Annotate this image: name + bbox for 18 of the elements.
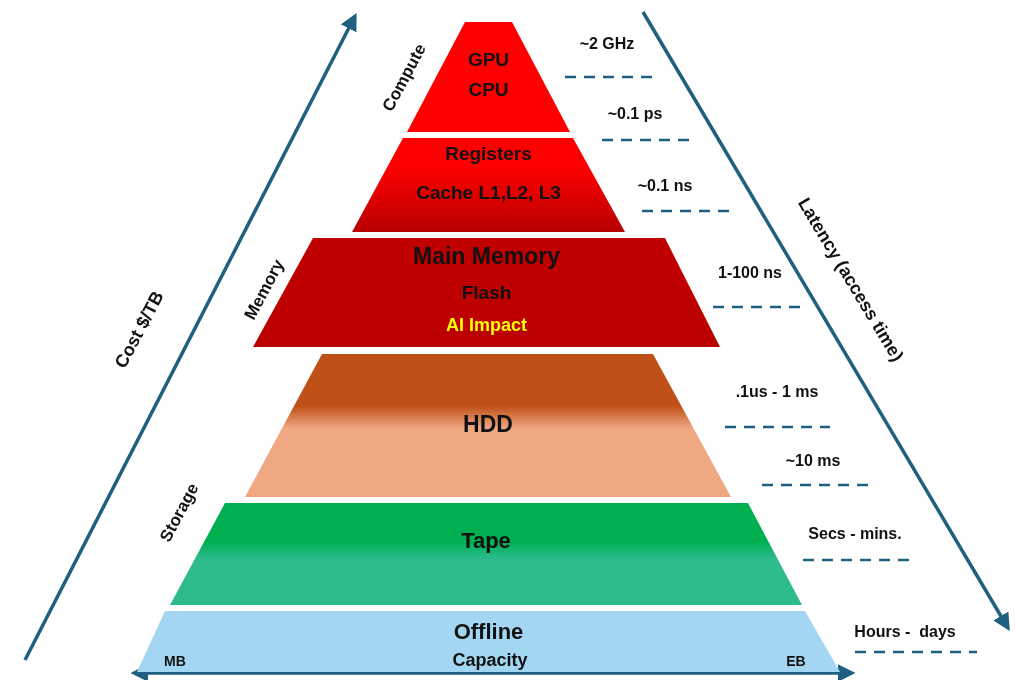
axis-label: MB — [164, 654, 186, 670]
tier-label: Offline — [452, 619, 525, 645]
latency-label: Secs - mins. — [808, 525, 902, 543]
latency-label: ~10 ms — [785, 452, 841, 470]
latency-label: ~2 GHz — [579, 35, 635, 53]
tier-label: AI Impact — [445, 316, 528, 336]
tier-label: HDD — [462, 412, 514, 438]
tier-label: CPU — [467, 79, 510, 101]
latency-label: 1-100 ns — [718, 264, 782, 282]
axis-label: Capacity — [452, 651, 528, 671]
latency-label: Hours - days — [854, 623, 956, 641]
axis-label: EB — [786, 654, 806, 670]
axis-label: Cost $/TB — [111, 288, 169, 372]
latency-label: ~0.1 ps — [607, 105, 663, 123]
latency-label: .1us - 1 ms — [735, 383, 819, 401]
tier-label: Cache L1,L2, L3 — [415, 182, 562, 204]
latency-label: ~0.1 ns — [637, 177, 693, 195]
tier-label: Registers — [444, 143, 533, 165]
